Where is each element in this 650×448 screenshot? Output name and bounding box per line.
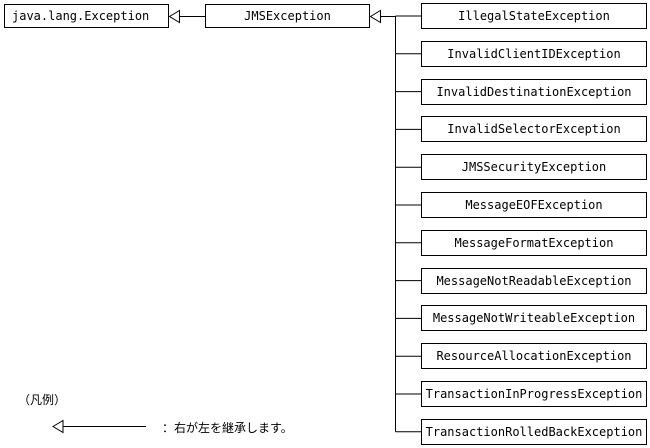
class-name: JMSSecurityException <box>461 160 607 175</box>
class-name: MessageNotReadableException <box>436 273 632 288</box>
class-name: TransactionRolledBackException <box>425 424 643 439</box>
class-name: InvalidSelectorException <box>447 122 621 137</box>
class-box-subclass: JMSSecurityException <box>421 154 647 181</box>
class-name: IllegalStateException <box>458 9 610 23</box>
class-box-subclass: MessageFormatException <box>421 229 647 256</box>
class-name: JMSException <box>244 9 331 23</box>
class-name: MessageFormatException <box>454 235 614 250</box>
legend-title: （凡例） <box>18 393 67 407</box>
class-box-subclass: InvalidSelectorException <box>421 116 647 143</box>
inheritance-arrowhead <box>369 9 381 24</box>
class-box-subclass: IllegalStateException <box>421 3 647 29</box>
class-name: MessageEOFException <box>465 198 603 212</box>
class-box-subclass: MessageNotReadableException <box>421 267 647 294</box>
class-box-subclass: MessageNotWriteableException <box>421 305 647 332</box>
class-box-java-lang-exception: java.lang.Exception <box>4 4 169 28</box>
class-name: MessageNotWriteableException <box>432 311 636 326</box>
class-box-subclass: InvalidClientIDException <box>421 40 647 67</box>
class-box-subclass: MessageEOFException <box>421 192 647 218</box>
class-name: InvalidDestinationException <box>436 84 632 99</box>
inheritance-arrowhead <box>168 9 180 24</box>
legend-text: ：右が左を継承します。 <box>162 421 293 435</box>
class-box-subclass: TransactionInProgressException <box>421 381 647 407</box>
class-name: InvalidClientIDException <box>447 46 621 61</box>
class-name: TransactionInProgressException <box>425 387 643 401</box>
class-box-subclass: TransactionRolledBackException <box>421 418 647 445</box>
legend-arrowhead <box>52 419 64 434</box>
class-box-jmsexception: JMSException <box>205 4 370 28</box>
class-name: ResourceAllocationException <box>436 349 632 364</box>
class-box-subclass: ResourceAllocationException <box>421 343 647 370</box>
class-name: java.lang.Exception <box>12 9 150 23</box>
class-box-subclass: InvalidDestinationException <box>421 78 647 105</box>
